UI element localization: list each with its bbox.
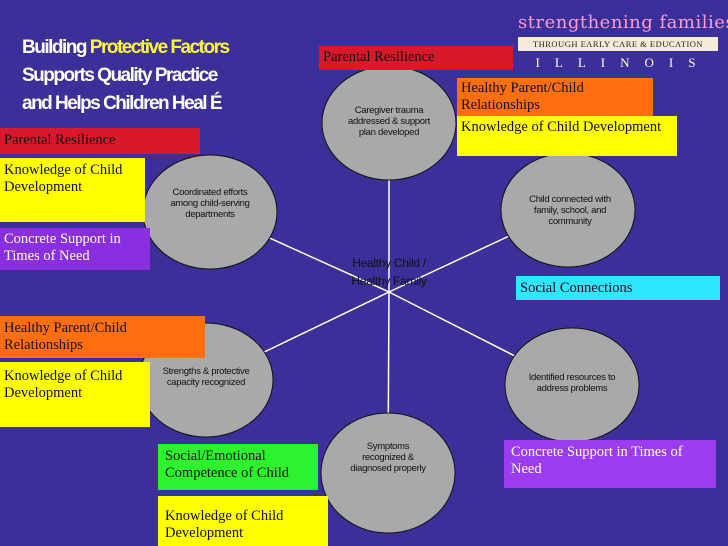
title-highlight: Protective Factors <box>89 37 230 58</box>
node-top-right-label: Child connected with family, school, and… <box>529 194 611 227</box>
node-bottom-right-label: Identified resources to address problems <box>528 372 616 394</box>
logo-bar-text: THROUGH EARLY CARE & EDUCATION <box>518 37 718 51</box>
node-bottom-ellipse <box>320 412 456 534</box>
tag-knowledge-top-right: Knowledge of Child Development <box>457 116 677 156</box>
title-accent: É <box>209 93 223 114</box>
node-top-left-label: Coordinated efforts among child-serving … <box>170 187 250 220</box>
slide-title: Building Protective Factors Supports Qua… <box>22 34 322 118</box>
title-part1: Building <box>22 37 90 58</box>
tag-concrete-support-left: Concrete Support in Times of Need <box>0 228 150 270</box>
tag-knowledge-bottom: Knowledge of Child Development <box>158 496 328 546</box>
strengthening-families-logo: strengthening families THROUGH EARLY CAR… <box>518 12 728 71</box>
tag-social-emotional: Social/Emotional Competence of Child <box>158 444 318 490</box>
node-center-label: Healthy Child / Healthy Family <box>351 256 427 288</box>
tag-healthy-relationships-left: Healthy Parent/Child Relationships <box>0 316 205 358</box>
node-bottom-left-label: Strengths & protective capacity recogniz… <box>162 366 250 388</box>
logo-bottom-text: ILLINOIS <box>535 55 711 70</box>
tag-knowledge-left: Knowledge of Child Development <box>0 158 145 222</box>
tag-parental-resilience-top: Parental Resilience <box>319 46 513 70</box>
node-bottom-label: Symptoms recognized & diagnosed properly <box>350 441 426 474</box>
tag-social-connections: Social Connections <box>516 276 720 300</box>
title-line3: and Helps Children Heal <box>22 93 208 114</box>
tag-healthy-relationships-top-right: Healthy Parent/Child Relationships <box>457 78 653 116</box>
logo-top-text: strengthening families <box>518 12 728 33</box>
tag-concrete-support-right: Concrete Support in Times of Need <box>504 440 716 488</box>
tag-knowledge-bottom-left: Knowledge of Child Development <box>0 362 150 427</box>
tag-parental-resilience-left: Parental Resilience <box>0 128 200 154</box>
node-top-label: Caregiver trauma addressed & support pla… <box>348 105 430 138</box>
title-line2: Supports Quality Practice <box>22 65 218 86</box>
